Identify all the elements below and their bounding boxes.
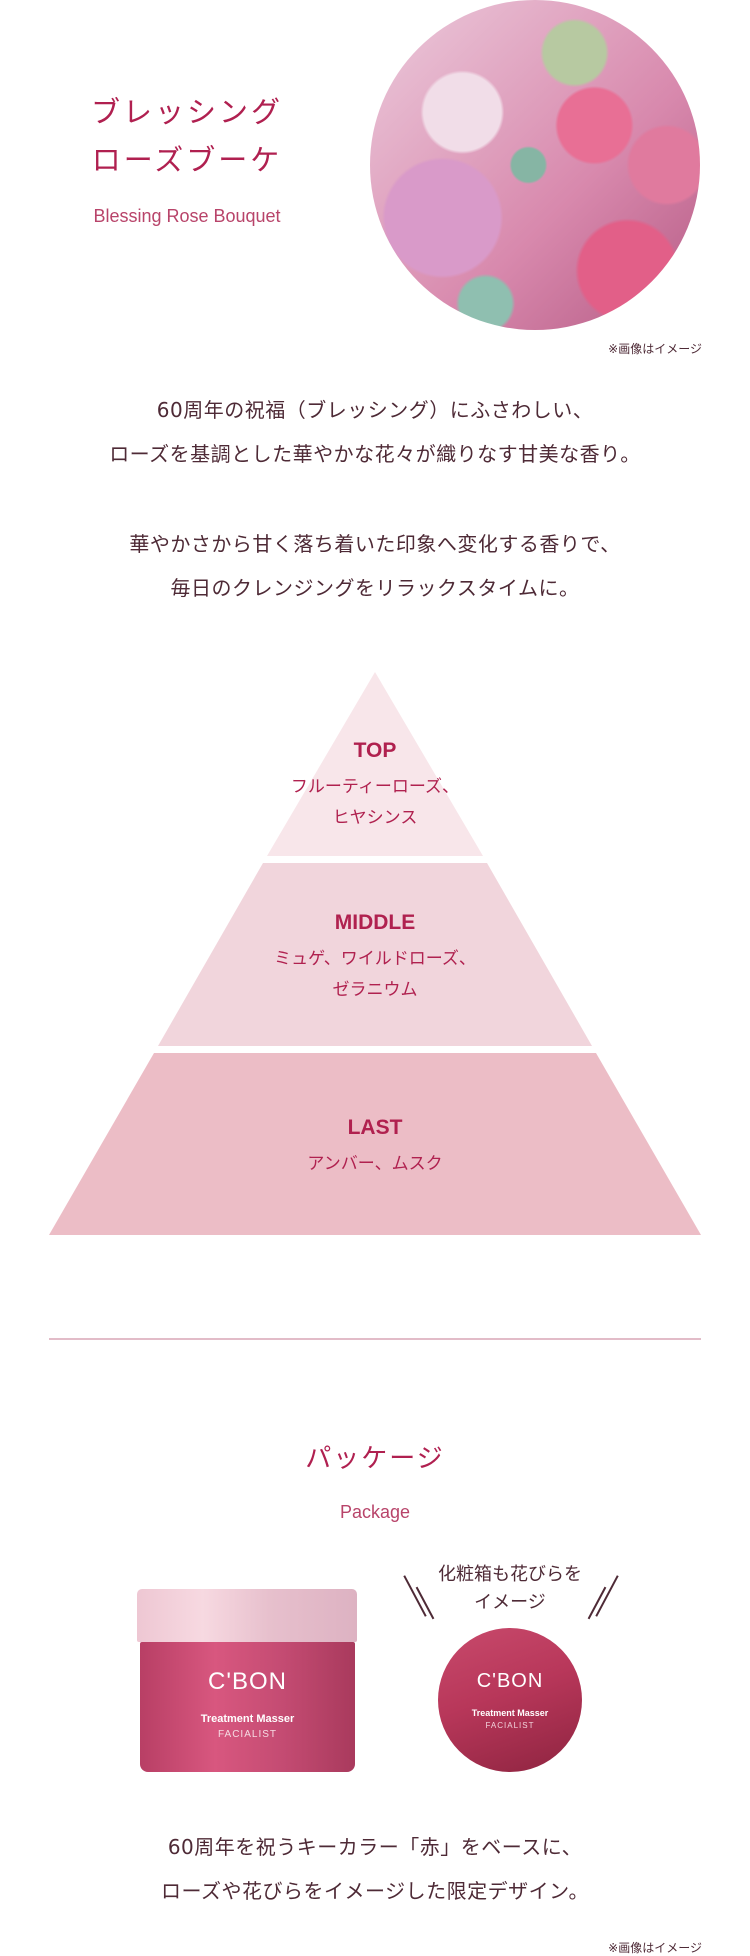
package-box-image: C'BON Treatment Masser FACIALIST bbox=[438, 1628, 582, 1772]
tier-notes-line: ゼラニウム bbox=[332, 980, 418, 1000]
tier-notes-line: ヒヤシンス bbox=[332, 808, 418, 828]
fragrance-title-en: Blessing Rose Bouquet bbox=[93, 206, 281, 226]
jar-brand: C'BON bbox=[208, 1668, 287, 1695]
tier-notes-line: アンバー、ムスク bbox=[307, 1154, 443, 1174]
fragrance-pyramid bbox=[49, 672, 701, 1235]
package-title-en: Package bbox=[339, 1502, 411, 1522]
fragrance-description: 60周年の祝福（ブレッシング）にふさわしい、 ローズを基調とした華やかな花々が織… bbox=[0, 388, 750, 610]
package-title: パッケージ bbox=[305, 1444, 445, 1474]
description-line: 60周年を祝うキーカラー「赤」をベースに、 bbox=[167, 1835, 583, 1859]
fragrance-title-line1: ブレッシング bbox=[90, 95, 283, 129]
jar-product-line: FACIALIST bbox=[217, 1729, 277, 1740]
pyramid-top-band bbox=[267, 672, 483, 856]
tier-notes-line: フルーティーローズ、 bbox=[290, 777, 460, 797]
tier-middle-label: MIDDLE bbox=[334, 911, 416, 934]
image-note: ※画像はイメージ bbox=[608, 1941, 702, 1955]
description-line: 華やかさから甘く落ち着いた印象へ変化する香りで、 bbox=[129, 532, 621, 556]
box-brand: C'BON bbox=[476, 1670, 544, 1692]
tier-notes-line: ミュゲ、ワイルドローズ、 bbox=[274, 949, 476, 969]
rose-bouquet-photo bbox=[370, 0, 700, 330]
pyramid-last-band bbox=[49, 1053, 701, 1235]
description-line: ローズや花びらをイメージした限定デザイン。 bbox=[161, 1879, 589, 1903]
image-note: ※画像はイメージ bbox=[608, 342, 702, 356]
fragrance-title-line2: ローズブーケ bbox=[91, 143, 283, 177]
description-line: 毎日のクレンジングをリラックスタイムに。 bbox=[170, 576, 580, 600]
fragrance-title: ブレッシング ローズブーケ bbox=[42, 88, 332, 184]
pyramid-middle-band bbox=[158, 863, 592, 1046]
callout-line: 化粧箱も花びらを bbox=[438, 1564, 582, 1585]
description-line: 60周年の祝福（ブレッシング）にふさわしい、 bbox=[156, 398, 594, 422]
product-jar: C'BON Treatment Masser FACIALIST bbox=[140, 1642, 355, 1772]
package-description: 60周年を祝うキーカラー「赤」をベースに、 ローズや花びらをイメージした限定デザ… bbox=[0, 1825, 750, 1913]
tier-last-label: LAST bbox=[347, 1116, 403, 1139]
package-callout: 化粧箱も花びらを イメージ bbox=[410, 1561, 610, 1617]
jar-product-name: Treatment Masser bbox=[200, 1713, 295, 1725]
tier-last-notes: アンバー、ムスク bbox=[0, 1149, 750, 1180]
tier-middle-notes: ミュゲ、ワイルドローズ、 ゼラニウム bbox=[0, 944, 750, 1006]
callout-line: イメージ bbox=[474, 1592, 546, 1613]
jar-lid bbox=[137, 1589, 357, 1642]
section-divider bbox=[49, 1338, 701, 1340]
tier-top-label: TOP bbox=[353, 739, 397, 762]
box-product-line: FACIALIST bbox=[485, 1721, 535, 1730]
tier-top-notes: フルーティーローズ、 ヒヤシンス bbox=[0, 772, 750, 834]
box-product-name: Treatment Masser bbox=[471, 1708, 549, 1718]
description-line: ローズを基調とした華やかな花々が織りなす甘美な香り。 bbox=[109, 442, 641, 466]
